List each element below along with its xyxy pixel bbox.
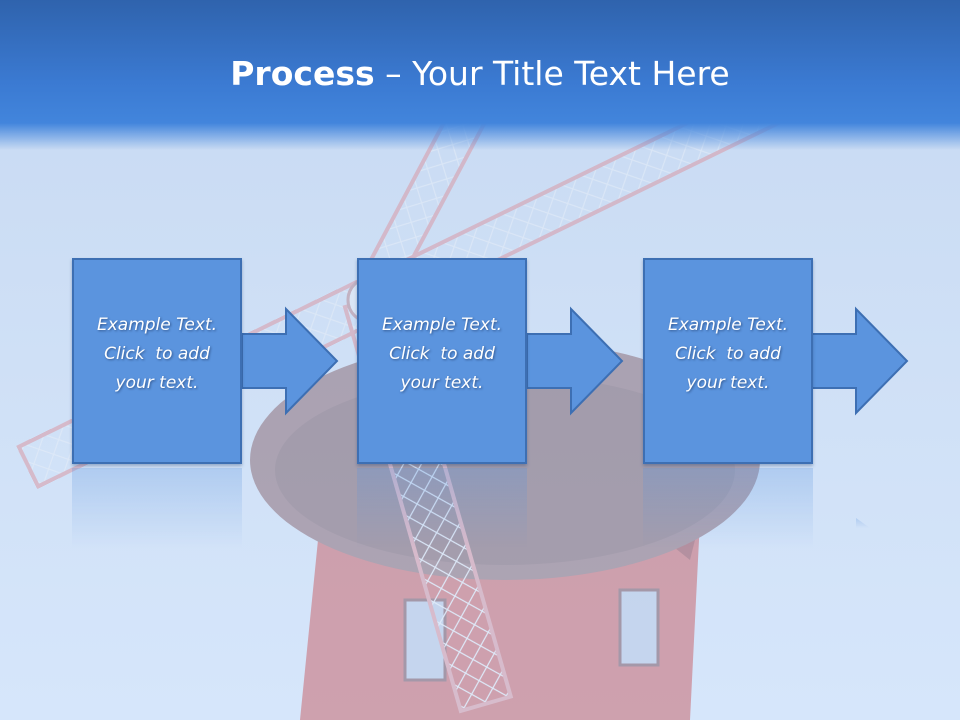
step-line: Example Text.	[667, 314, 789, 335]
step-text[interactable]: Example Text. Click to add your text.	[97, 311, 217, 412]
step-text[interactable]: Example Text. Click to add your text.	[382, 311, 502, 412]
step-line: Example Text.	[96, 314, 218, 335]
step-line: Click to add	[675, 343, 781, 364]
step-line: your text.	[400, 372, 484, 393]
step-text[interactable]: Example Text. Click to add your text.	[668, 311, 788, 412]
title-bold: Process	[230, 54, 375, 93]
process-step-1[interactable]: Example Text. Click to add your text.	[72, 258, 242, 464]
step-line: your text.	[686, 372, 770, 393]
slide-title[interactable]: Process – Your Title Text Here	[0, 52, 960, 96]
step-line: Example Text.	[381, 314, 503, 335]
title-bar	[0, 0, 960, 150]
right-arrow-icon	[241, 306, 339, 416]
step-line: Click to add	[389, 343, 495, 364]
process-step-2[interactable]: Example Text. Click to add your text.	[357, 258, 527, 464]
step-line: Click to add	[104, 343, 210, 364]
right-arrow-icon	[811, 306, 909, 416]
right-arrow-icon	[526, 306, 624, 416]
process-step-3[interactable]: Example Text. Click to add your text.	[643, 258, 813, 464]
title-rest: – Your Title Text Here	[374, 54, 730, 93]
step-line: your text.	[115, 372, 199, 393]
